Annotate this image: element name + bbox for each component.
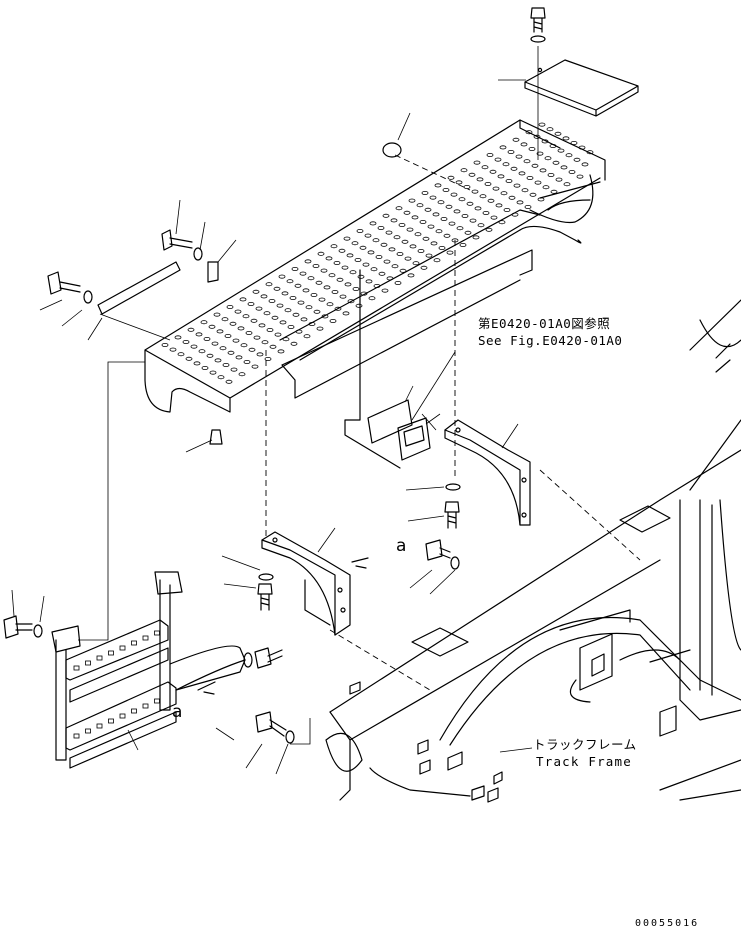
washer-center	[258, 573, 274, 581]
cover-plate	[524, 59, 639, 117]
connector-block	[367, 399, 413, 444]
track-frame-label-english: Track Frame	[536, 754, 632, 769]
bolt-center	[257, 583, 273, 611]
track-frame-label-japanese: トラックフレーム	[533, 737, 637, 752]
nut-bottom	[209, 429, 223, 445]
bolt-top	[530, 7, 546, 33]
bolt-right	[444, 501, 460, 529]
washer-right	[445, 483, 461, 491]
bolt-a-2	[254, 647, 283, 669]
bracket-center	[221, 527, 460, 636]
detail-mark-a-lower: a	[172, 702, 183, 722]
rung-holes	[73, 630, 160, 739]
serrated-strip	[97, 261, 181, 315]
washer-left-2	[83, 290, 93, 304]
tray-outline	[144, 119, 606, 413]
washer-left-1	[193, 247, 203, 261]
reference-note-english: See Fig.E0420-01A0	[478, 333, 623, 348]
drawing-number: 00055016	[635, 918, 700, 929]
bolt-a-1	[425, 539, 451, 561]
plug-cap	[382, 142, 402, 158]
bolt-left-ladder	[3, 615, 33, 639]
connector-assembly	[344, 269, 456, 469]
step-rung-2	[65, 681, 177, 751]
bracket-right	[405, 419, 531, 529]
left-fasteners	[39, 199, 237, 453]
perforation-pattern	[161, 122, 594, 384]
track-frame	[325, 299, 741, 803]
washer-top	[530, 35, 546, 43]
step-tray	[144, 112, 606, 413]
connector	[397, 417, 431, 461]
cover-plate-assembly	[498, 7, 639, 160]
frame-plate-1	[411, 627, 469, 657]
alignment-lines	[265, 154, 641, 691]
clip	[207, 261, 219, 283]
reference-note-japanese: 第E0420-01A0図参照	[478, 316, 611, 331]
detail-mark-a-upper: a	[396, 536, 407, 556]
ladder-step	[3, 361, 311, 775]
bolt-left-1	[161, 229, 193, 251]
frame-plate-2	[619, 505, 671, 533]
step-rung-1	[65, 619, 169, 681]
bolt-bottom	[255, 711, 287, 737]
frame-hole	[325, 732, 363, 772]
bolt-left-2	[47, 271, 81, 295]
